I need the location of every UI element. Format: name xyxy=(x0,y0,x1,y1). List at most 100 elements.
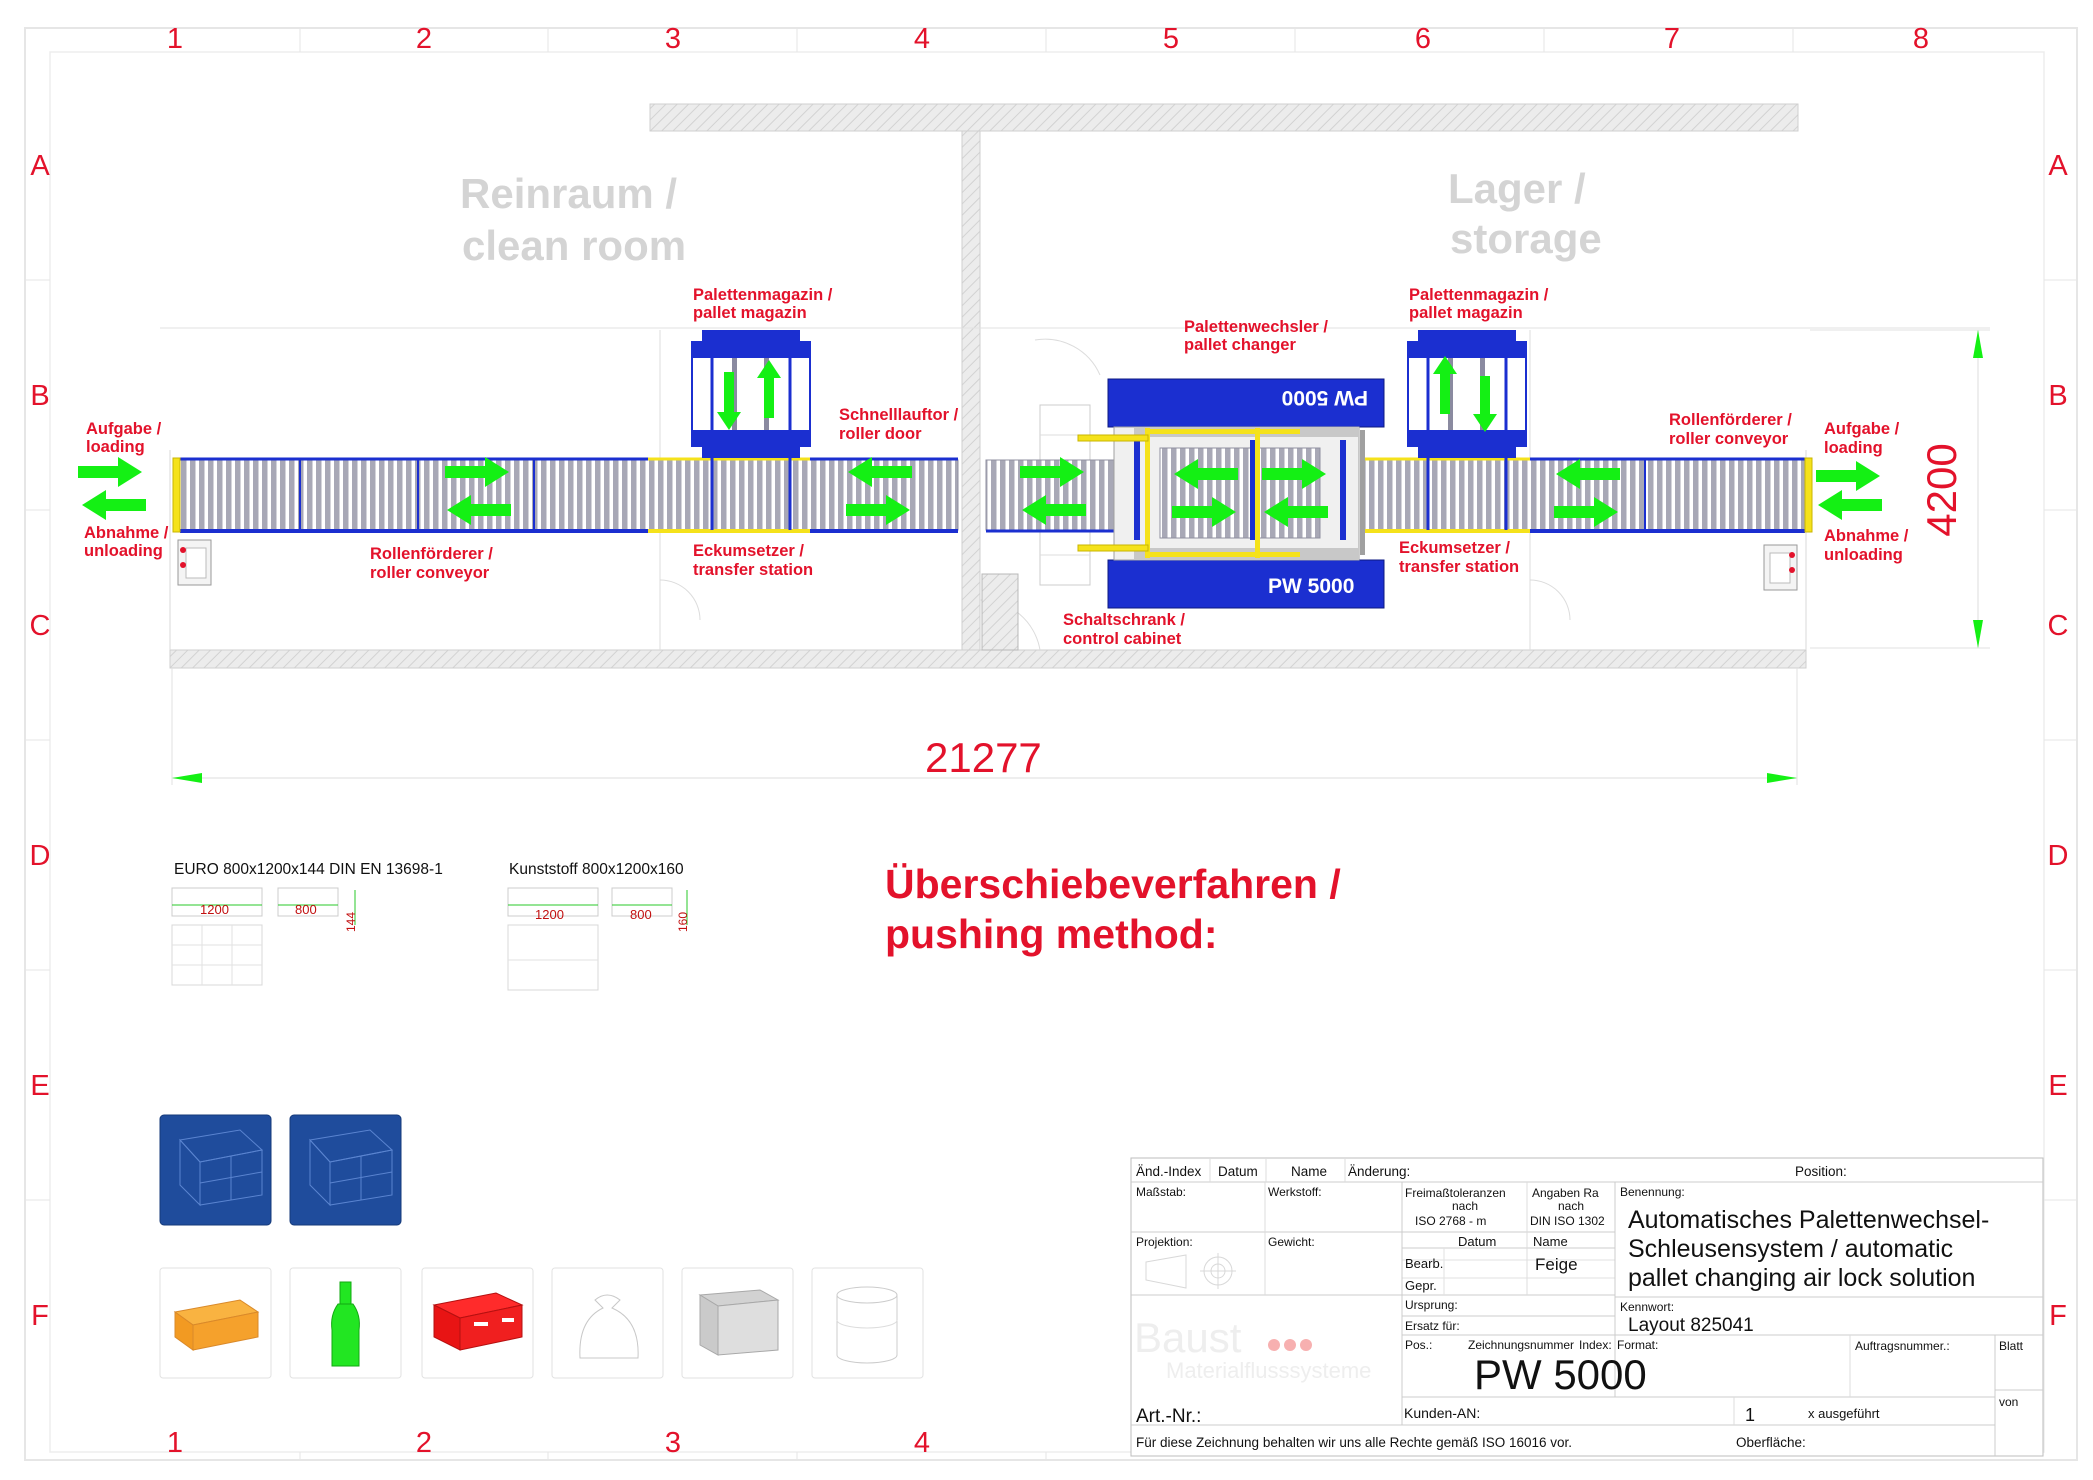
tb-date: Datum xyxy=(1218,1164,1258,1179)
transfer-station-label: transfer station xyxy=(693,561,813,579)
col-ref-top: 8 xyxy=(1913,23,1929,55)
equipment-labels: Aufgabe / loading Abnahme / unloading Ro… xyxy=(84,286,1909,648)
tb-replacement: Ersatz für: xyxy=(1405,1319,1460,1333)
transfer-station-label: Eckumsetzer / xyxy=(693,542,804,560)
loading-label: loading xyxy=(86,438,145,456)
operator-panels xyxy=(177,539,1798,591)
euro-pallet-title: EURO 800x1200x144 DIN EN 13698-1 xyxy=(174,861,443,878)
euro-width: 800 xyxy=(295,902,317,917)
roller-conveyor-label: roller conveyor xyxy=(1669,430,1789,448)
projection-symbol-icon xyxy=(1145,1253,1236,1289)
load-icons xyxy=(159,1114,924,1379)
tb-keyword-label: Kennwort: xyxy=(1620,1300,1674,1314)
roller-conveyor-label: Rollenförderer / xyxy=(1669,411,1792,429)
big-bag-icon[interactable] xyxy=(681,1267,794,1379)
col-ref-bottom: 3 xyxy=(665,1427,681,1459)
row-ref-left: C xyxy=(30,610,51,642)
clean-room-label: Reinraum / xyxy=(460,170,677,217)
row-ref-left: F xyxy=(31,1300,49,1332)
loading-label: Aufgabe / xyxy=(86,420,162,438)
pallet-magazine-label: Palettenmagazin / xyxy=(1409,286,1549,304)
method-title: pushing method: xyxy=(885,911,1218,957)
crate-icon[interactable] xyxy=(421,1267,534,1379)
control-cabinet-icon xyxy=(981,573,1019,651)
tb-roughness: Angaben Ra xyxy=(1532,1186,1599,1200)
tb-of-label: von xyxy=(1999,1395,2018,1409)
box-icon[interactable] xyxy=(159,1267,272,1379)
col-ref-bottom: 1 xyxy=(167,1427,183,1459)
tb-art-no: Art.-Nr.: xyxy=(1136,1406,1201,1427)
loading-label: Aufgabe / xyxy=(1824,420,1900,438)
row-ref-right: A xyxy=(2048,150,2068,182)
tb-tolerances: Freimaßtoleranzen xyxy=(1405,1186,1506,1200)
plastic-height: 160 xyxy=(676,912,690,932)
roller-conveyors xyxy=(172,457,1813,533)
col-ref-top: 6 xyxy=(1415,23,1431,55)
col-ref-bottom: 4 xyxy=(914,1427,930,1459)
loading-label: loading xyxy=(1824,439,1883,457)
pallet-changer-label: Palettenwechsler / xyxy=(1184,318,1328,336)
control-cabinet-label: Schaltschrank / xyxy=(1063,611,1185,629)
col-ref-bottom: 2 xyxy=(416,1427,432,1459)
tb-processor-name: Feige xyxy=(1535,1255,1578,1274)
col-ref-top: 4 xyxy=(914,23,930,55)
transfer-station-label: Eckumsetzer / xyxy=(1399,539,1510,557)
storage-label: Lager / xyxy=(1448,165,1586,212)
row-ref-right: C xyxy=(2048,610,2069,642)
pallet-load-icon[interactable] xyxy=(289,1114,402,1226)
tb-material: Werkstoff: xyxy=(1268,1185,1322,1199)
grid-references: 1 2 3 4 5 6 7 8 1 2 3 4 A B C D E F A B … xyxy=(30,23,2069,1459)
tb-projection: Projektion: xyxy=(1136,1235,1193,1249)
tb-tolerances: nach xyxy=(1452,1199,1478,1213)
sack-icon[interactable] xyxy=(551,1267,664,1379)
drum-icon[interactable] xyxy=(811,1267,924,1379)
tb-name2: Name xyxy=(1533,1234,1568,1249)
pallet-load-icon[interactable] xyxy=(159,1114,272,1226)
col-ref-top: 3 xyxy=(665,23,681,55)
pallet-changer-pw5000 xyxy=(1077,378,1385,609)
pallet-magazine-label: Palettenmagazin / xyxy=(693,286,833,304)
tb-scale: Maßstab: xyxy=(1136,1185,1186,1199)
row-ref-left: D xyxy=(30,840,51,872)
svg-text:Materialflusssysteme: Materialflusssysteme xyxy=(1166,1358,1371,1383)
pallet-magazine-label: pallet magazin xyxy=(1409,304,1523,322)
bottle-icon[interactable] xyxy=(289,1267,402,1379)
unloading-label: unloading xyxy=(1824,546,1903,564)
col-ref-top: 5 xyxy=(1163,23,1179,55)
tb-roughness: nach xyxy=(1558,1199,1584,1213)
transfer-station-label: transfer station xyxy=(1399,558,1519,576)
tb-executed: x ausgeführt xyxy=(1808,1406,1880,1421)
roller-conveyor-label: Rollenförderer / xyxy=(370,545,493,563)
control-cabinet-label: control cabinet xyxy=(1063,630,1182,648)
roller-conveyor-label: roller conveyor xyxy=(370,564,490,582)
plastic-length: 1200 xyxy=(535,907,564,922)
tb-sheet-label: Blatt xyxy=(1999,1339,2024,1353)
clean-room-label: clean room xyxy=(462,222,686,269)
col-ref-top: 1 xyxy=(167,23,183,55)
row-ref-left: B xyxy=(30,380,49,412)
tb-weight: Gewicht: xyxy=(1268,1235,1315,1249)
tb-pos: Pos.: xyxy=(1405,1338,1432,1352)
plastic-width: 800 xyxy=(630,907,652,922)
roller-door-label: Schnelllauftor / xyxy=(839,406,959,424)
tb-checked: Gepr. xyxy=(1405,1278,1437,1293)
pallet-magazine-label: pallet magazin xyxy=(693,304,807,322)
svg-text:Baust: Baust xyxy=(1134,1314,1242,1361)
col-ref-top: 2 xyxy=(416,23,432,55)
pallet-changer-label: pallet changer xyxy=(1184,336,1296,354)
row-ref-right: B xyxy=(2048,380,2067,412)
width-dimension: 4200 xyxy=(1918,443,1965,536)
machine-name-top: PW 5000 xyxy=(1282,386,1368,409)
row-ref-left: A xyxy=(30,150,50,182)
row-ref-right: F xyxy=(2049,1300,2067,1332)
tb-position: Position: xyxy=(1795,1164,1847,1179)
dimension-length xyxy=(171,668,1798,785)
method-title: Überschiebeverfahren / xyxy=(885,861,1341,907)
tb-designation: pallet changing air lock solution xyxy=(1628,1264,1975,1292)
pallet-magazine-left xyxy=(691,330,811,530)
tb-roughness: DIN ISO 1302 xyxy=(1530,1214,1605,1228)
tb-format-label: Format: xyxy=(1617,1338,1658,1352)
machine-name-bottom: PW 5000 xyxy=(1268,575,1354,598)
row-ref-left: E xyxy=(30,1070,49,1102)
